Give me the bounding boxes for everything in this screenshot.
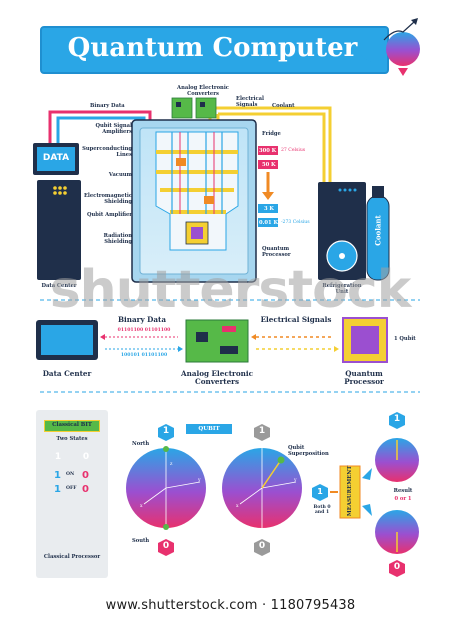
- fridge-stages: [156, 132, 238, 214]
- middle-processor: [342, 317, 388, 363]
- sphere2-pole-1: 1: [258, 426, 266, 436]
- label-vacuum: Vacuum: [108, 172, 132, 178]
- temp-neg273: -273 Celsius: [281, 220, 310, 225]
- label-fridge: Fridge: [262, 131, 281, 137]
- label-quantum-processor-top: Quantum Processor: [262, 246, 291, 258]
- bit-off-result: 0: [82, 484, 89, 495]
- both-label: Both 0 and 1: [313, 505, 331, 515]
- result-sphere-bottom: [375, 510, 419, 577]
- top-converters: [171, 97, 217, 119]
- sphere1-axis-x: x: [140, 504, 143, 509]
- data-center-machine: [33, 143, 81, 280]
- label-coolant-arrow: Coolant: [272, 103, 295, 109]
- result-pole-1: 1: [393, 414, 401, 424]
- title-qubit-icon: [383, 18, 420, 76]
- result-values: 0 or 1: [394, 496, 412, 502]
- bit-off-value: 1: [54, 484, 61, 495]
- bit-on-label: ON: [66, 472, 75, 477]
- bloch-sphere-middle: [222, 424, 302, 556]
- temp-001k: 0.01 K: [259, 220, 278, 226]
- sphere2-axis-y: y: [294, 478, 297, 483]
- temperature-scale: [258, 146, 278, 227]
- label-qubit-signal-amplifiers: Qubit Signal Amplifiers: [95, 123, 132, 135]
- result-label: Result: [393, 488, 413, 494]
- temp-3k: 3 K: [264, 206, 274, 212]
- label-radiation-shielding: Radiation Shielding: [103, 233, 132, 245]
- mid-binary-data: Binary Data: [117, 315, 167, 324]
- footer-credit: www.shutterstock.com · 1180795438: [105, 598, 356, 613]
- label-superconducting-lines: Superconducting Lines: [82, 146, 132, 158]
- sphere1-axis-y: y: [198, 478, 201, 483]
- watermark: shutterstock: [49, 260, 412, 320]
- label-analog-converters: Analog Electronic Converters: [177, 85, 229, 97]
- middle-arrows: [100, 334, 339, 352]
- mid-electrical-signals: Electrical Signals: [260, 315, 332, 324]
- label-electrical-signals: Electrical Signals: [236, 96, 264, 108]
- temp-300k: 300 K: [259, 148, 277, 154]
- result-sphere-top: [375, 412, 419, 482]
- measurement-box: [339, 465, 361, 519]
- south-label: South: [132, 538, 150, 544]
- bit-on-result: 0: [82, 470, 89, 481]
- label-refrigeration-unit: Refrigeration Unit: [322, 283, 362, 295]
- classical-processor-label: Classical Processor: [43, 554, 101, 560]
- label-data-center-top: Data Center: [41, 283, 77, 289]
- sphere2-axis-x: x: [236, 504, 239, 509]
- mid-bits-bottom: 100101 01101100: [120, 353, 168, 358]
- temp-27c: 27 Celsius: [281, 148, 306, 153]
- bit-state-1: 1: [54, 452, 62, 462]
- title-banner: [40, 26, 389, 74]
- label-binary-data: Binary Data: [90, 103, 125, 109]
- bloch-sphere-left: [126, 424, 206, 556]
- sphere1-pole-0: 0: [162, 541, 170, 551]
- middle-data-center: [36, 320, 98, 360]
- two-states-label: Two States: [56, 436, 88, 442]
- sphere1-pole-1: 1: [162, 426, 170, 436]
- both-hex-value: 1: [317, 487, 323, 496]
- result-pole-0: 0: [393, 562, 401, 572]
- label-qubit-amplifier: Qubit Amplifier: [87, 212, 132, 218]
- page-title: Quantum Computer: [67, 33, 358, 63]
- coolant-tank: [366, 186, 390, 281]
- measurement-label: MEASUREMENT: [347, 465, 353, 517]
- mid-data-center: Data Center: [42, 369, 92, 378]
- both-hex-icon: [312, 484, 328, 501]
- qubit-tag: QUBIT: [186, 424, 232, 434]
- mid-bits-top: 01101100 01101100: [117, 328, 171, 333]
- mid-analog-converters: Analog Electronic Converters: [181, 369, 253, 386]
- bit-state-0: 0: [82, 452, 90, 462]
- mid-quantum-processor: Quantum Processor: [344, 369, 384, 386]
- sphere1-axis-z: z: [170, 462, 173, 467]
- label-em-shielding: Electromagnetic Shielding: [83, 193, 132, 205]
- bit-off-label: OFF: [66, 486, 77, 491]
- classical-bit-card: [36, 410, 108, 578]
- classical-bit-label: Classical BIT: [44, 420, 100, 432]
- coolant-tank-label: Coolant: [373, 215, 383, 246]
- temp-50k: 50 K: [262, 162, 276, 168]
- data-screen-text: DATA: [42, 153, 70, 163]
- bit-on-value: 1: [54, 470, 61, 481]
- refrigeration-unit: [318, 182, 366, 280]
- mid-one-qubit: 1 Qubit: [394, 336, 416, 342]
- sphere2-pole-0: 0: [258, 541, 266, 551]
- north-label: North: [132, 441, 150, 447]
- middle-converters: [185, 319, 249, 363]
- qubit-superposition-label: Qubit Superposition: [288, 445, 329, 457]
